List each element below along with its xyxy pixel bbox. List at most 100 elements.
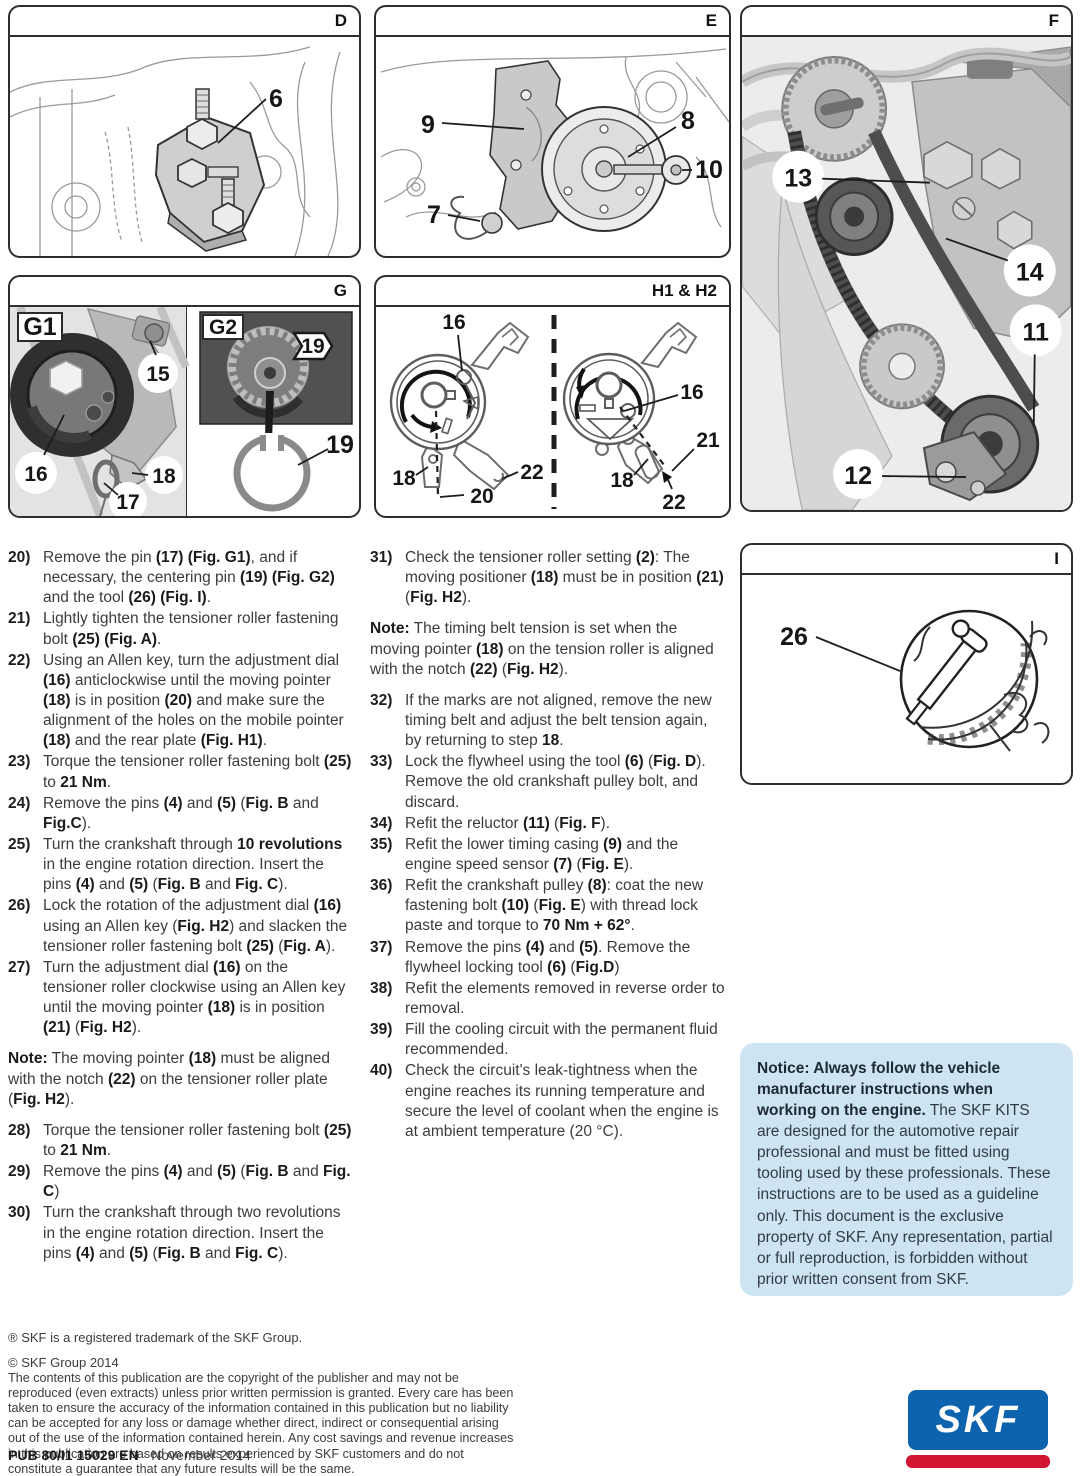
figure-d-illustration: 6: [10, 37, 359, 256]
figure-h-illustration: 16 18 22 20: [376, 307, 729, 516]
figure-i-illustration: 26: [742, 575, 1071, 783]
step-text: Remove the pins (4) and (5) (Fig. B and …: [43, 794, 319, 832]
figure-label-f: F: [1048, 11, 1059, 30]
callout-19-badge: 19: [301, 335, 324, 358]
figure-f-illustration: 13 14 11 12: [742, 37, 1071, 510]
tensioner-setting-drawings: 16 18 22 20: [389, 311, 720, 514]
step-number: 30): [8, 1204, 31, 1222]
figure-panel-f-header: F: [742, 7, 1071, 37]
callout-15: 15: [146, 363, 170, 386]
figure-label-g: G: [333, 281, 347, 300]
legal-text: The contents of this publication are the…: [8, 1371, 514, 1476]
step-text: If the marks are not aligned, remove the…: [405, 691, 712, 750]
callout-11: 11: [1023, 318, 1049, 346]
callout-17: 17: [116, 491, 139, 514]
callout-16: 16: [24, 463, 47, 486]
instruction-note: Note: The moving pointer (18) must be al…: [8, 1050, 330, 1108]
figure-panel-g-header: G: [10, 277, 359, 307]
timing-belt-area-photo: 13 14 11 12: [742, 37, 1071, 510]
callout-13: 13: [784, 165, 812, 193]
instruction-step: 28)Torque the tensioner roller fastening…: [8, 1121, 352, 1161]
step-number: 24): [8, 794, 31, 812]
instruction-step: 40) Check the circuit's leak-tightness wh…: [370, 1061, 726, 1142]
step-text: Refit the lower timing casing (9) and th…: [405, 835, 679, 873]
crankshaft-pulley-drawing: 9 8 7 10: [380, 48, 729, 240]
instruction-step: 37)Remove the pins (4) and (5). Remove t…: [370, 938, 726, 978]
instruction-step: 29)Remove the pins (4) and (5) (Fig. B a…: [8, 1162, 352, 1202]
step-text: Lock the rotation of the adjustment dial…: [43, 897, 348, 955]
step-number: 35): [370, 835, 393, 853]
skf-logo: SKF: [906, 1390, 1052, 1468]
instruction-step: 20)Remove the pin (17) (Fig. G1), and if…: [8, 548, 352, 608]
step-text: Turn the crankshaft through 10 revolutio…: [43, 835, 343, 894]
instruction-step: 23)Torque the tensioner roller fastening…: [8, 752, 352, 792]
figure-panel-h: H1 & H2: [374, 275, 731, 518]
step-text: Refit the reluctor (11) (Fig. F).: [405, 814, 611, 832]
locking-tool-detail-drawing: 26: [780, 609, 1050, 752]
sub-label-g2: G2: [209, 316, 237, 339]
figure-panel-f: F: [740, 5, 1073, 512]
callout-h2-18: 18: [610, 469, 634, 492]
flywheel-locking-tool-drawing: 6: [10, 46, 341, 256]
step-text: Refit the elements removed in reverse or…: [405, 979, 725, 1017]
figure-e-illustration: 9 8 7 10: [376, 37, 729, 256]
step-text: Lightly tighten the tensioner roller fas…: [43, 610, 339, 648]
step-number: 22): [8, 651, 31, 669]
callout-h2-22: 22: [662, 491, 685, 514]
instruction-note: Note: The timing belt tension is set whe…: [370, 620, 714, 678]
instruction-step: 30) Turn the crankshaft through two revol…: [8, 1203, 352, 1263]
callout-h2-21: 21: [696, 429, 720, 452]
skf-logo-blue-box: SKF: [908, 1390, 1048, 1450]
figure-g-illustration: G1 15 16 17 18: [10, 307, 359, 516]
instruction-step: 21)Lightly tighten the tensioner roller …: [8, 609, 352, 649]
figure-panel-h-header: H1 & H2: [376, 277, 729, 307]
callout-10: 10: [695, 156, 723, 184]
step-text: Check the tensioner roller setting (2): …: [405, 549, 724, 607]
instruction-step: 22) Using an Allen key, turn the adjustme…: [8, 651, 352, 752]
instruction-step: 25) Turn the crankshaft through 10 revolu…: [8, 835, 352, 895]
instruction-step: 32)If the marks are not aligned, remove …: [370, 691, 726, 751]
instruction-step: 33)Lock the flywheel using the tool (6) …: [370, 752, 726, 812]
callout-18: 18: [152, 465, 176, 488]
figure-label-e: E: [705, 11, 717, 30]
figure-label-d: D: [334, 11, 347, 30]
step-text: Refit the crankshaft pulley (8): coat th…: [405, 877, 704, 935]
step-text: Turn the adjustment dial (16) on the ten…: [43, 958, 346, 1037]
step-text: Remove the pins (4) and (5). Remove the …: [405, 938, 691, 976]
instructions-column-right: 31)Check the tensioner roller setting (2…: [370, 548, 726, 1143]
skf-logo-text: SKF: [935, 1398, 1021, 1441]
callout-7: 7: [427, 201, 441, 229]
notice-text: Notice: Always follow the vehicle manufa…: [757, 1060, 1053, 1288]
publication-number-line: PUB 80/I1 15029 EN · November 2014: [8, 1447, 251, 1463]
instruction-step: 27)Turn the adjustment dial (16) on the …: [8, 958, 352, 1039]
step-number: 39): [370, 1021, 393, 1039]
publication-number: PUB 80/I1 15029 EN: [8, 1447, 139, 1463]
notice-box: Notice: Always follow the vehicle manufa…: [740, 1043, 1073, 1296]
step-text: Torque the tensioner roller fastening bo…: [43, 753, 352, 791]
instruction-step: 36) Refit the crankshaft pulley (8): coat…: [370, 876, 726, 936]
step-number: 38): [370, 979, 393, 997]
callout-9: 9: [421, 111, 435, 139]
step-number: 34): [370, 814, 393, 832]
step-text: Check the circuit's leak-tightness when …: [405, 1062, 719, 1140]
tensioner-pin-drawings: G1 15 16 17 18: [10, 307, 354, 516]
instructions-column-left: 20)Remove the pin (17) (Fig. G1), and if…: [8, 548, 352, 1265]
instruction-step: 34) Refit the reluctor (11) (Fig. F).: [370, 814, 726, 834]
step-number: 36): [370, 877, 393, 895]
figure-panel-d: D: [8, 5, 361, 258]
step-number: 40): [370, 1062, 393, 1080]
publication-date: · November 2014: [142, 1447, 251, 1463]
figure-panel-i-header: I: [742, 545, 1071, 575]
callout-8: 8: [681, 107, 695, 135]
figure-panel-d-header: D: [10, 7, 359, 37]
callout-6: 6: [269, 85, 283, 113]
skf-logo-red-bar: [906, 1455, 1050, 1468]
figure-panel-i: I: [740, 543, 1073, 785]
step-text: Using an Allen key, turn the adjustment …: [43, 651, 344, 750]
callout-h1-22: 22: [520, 461, 543, 484]
callout-26: 26: [780, 623, 808, 651]
figure-panel-g: G: [8, 275, 361, 518]
step-text: Turn the crankshaft through two revoluti…: [43, 1204, 341, 1262]
step-number: 25): [8, 835, 31, 853]
